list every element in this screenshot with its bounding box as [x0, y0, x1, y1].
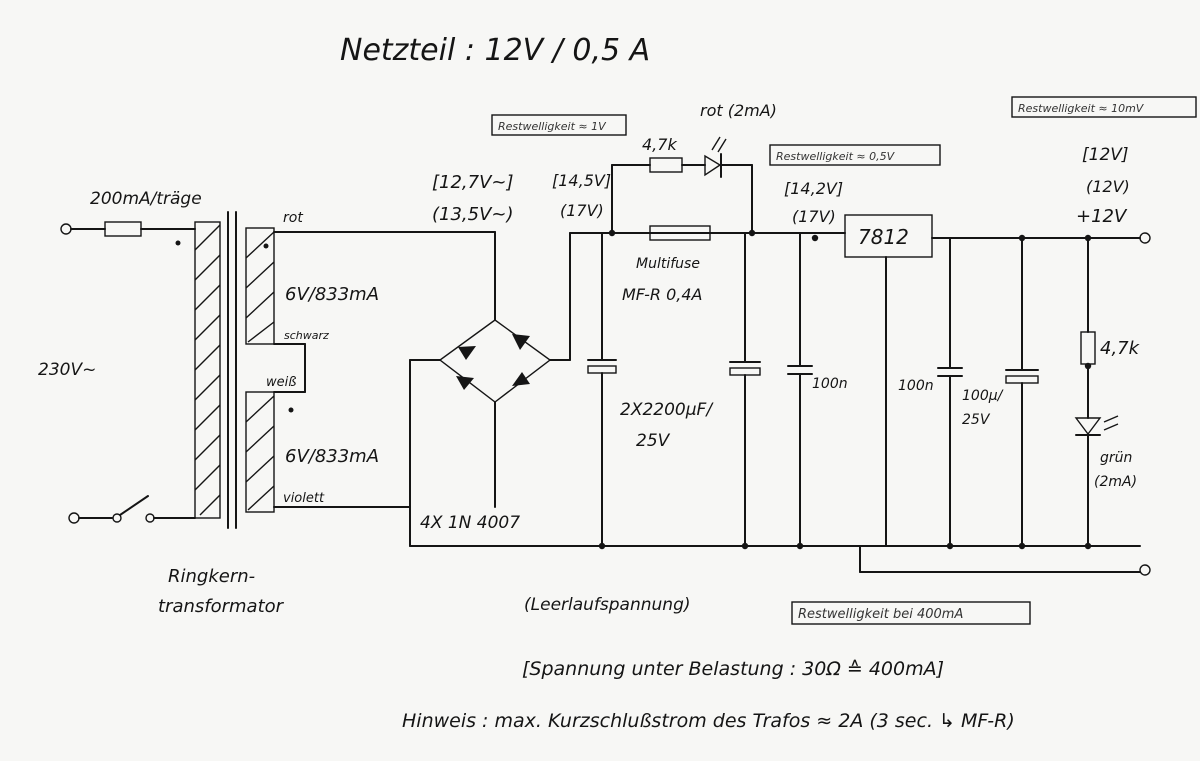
out-voltage-idle: (12V) [1086, 177, 1130, 196]
short-circuit-note: Hinweis : max. Kurzschlußstrom des Trafo… [402, 710, 1015, 732]
led-green-label-1: grün [1100, 450, 1132, 466]
after-fuse-voltage-loaded: [14,2V] [784, 179, 843, 198]
ripple-box-1: Restwelligkeit ≈ 1V [498, 120, 607, 133]
led-red-label: rot (2mA) [700, 101, 777, 120]
ripple-box-3: Restwelligkeit ≈ 10mV [1018, 102, 1145, 115]
cap-main-2 [729, 367, 761, 376]
resistor-red-led [649, 157, 683, 173]
cap-out-label-1: 100µ/ [962, 388, 1004, 404]
mains-switch [119, 495, 149, 516]
rectified-voltage-idle: (17V) [560, 201, 604, 220]
wire-label-violett: violett [283, 491, 325, 506]
cap-out [1005, 375, 1039, 384]
ac-voltage-idle: (13,5V~) [432, 204, 514, 225]
led-green-label-2: (2mA) [1094, 474, 1137, 490]
resistor-green-led-label: 4,7k [1100, 338, 1141, 359]
ripple-footer: Restwelligkeit bei 400mA [798, 607, 963, 622]
mains-voltage-label: 230V~ [38, 360, 96, 380]
wire-label-rot: rot [283, 210, 303, 226]
cap-main-1 [587, 365, 617, 374]
bridge-rectifier [438, 319, 552, 403]
multifuse-label-2: MF-R 0,4A [622, 285, 703, 304]
led-green [1074, 417, 1102, 436]
out-voltage-label: +12V [1076, 206, 1128, 227]
junction-dots [598, 229, 1092, 550]
transformer-label-2: transformator [158, 596, 285, 617]
cap-main-label-1: 2X2200µF/ [620, 400, 714, 420]
multifuse-symbol [649, 225, 711, 241]
cap-100n-a-label: 100n [812, 376, 848, 392]
winding-label-bottom: 6V/833mA [285, 446, 379, 467]
out-voltage-loaded: [12V] [1082, 145, 1129, 165]
bridge-label: 4X 1N 4007 [420, 513, 520, 533]
regulator-label: 7812 [858, 225, 909, 249]
cap-main-label-2: 25V [636, 431, 671, 451]
transformer-label-1: Ringkern- [168, 566, 255, 587]
wire-label-schwarz: schwarz [284, 329, 329, 342]
resistor-red-led-label: 4,7k [642, 135, 677, 154]
cap-out-label-2: 25V [962, 412, 991, 428]
fuse-label: 200mA/träge [90, 189, 202, 209]
after-fuse-voltage-idle: (17V) [792, 207, 836, 226]
legend-idle: (Leerlaufspannung) [524, 595, 691, 615]
ac-voltage-loaded: [12,7V~] [432, 172, 514, 193]
rectified-voltage-loaded: [14,5V] [552, 171, 611, 190]
transformer [175, 211, 294, 529]
cap-100n-b-label: 100n [898, 378, 934, 394]
regulator-7812 [844, 214, 933, 258]
title: Netzteil : 12V / 0,5 A [340, 33, 650, 68]
resistor-green-led [1080, 331, 1096, 365]
fuse-symbol [104, 221, 142, 237]
led-red [704, 154, 722, 177]
legend-loaded: [Spannung unter Belastung : 30Ω ≙ 400mA] [522, 658, 944, 680]
wire-label-weiss: weiß [266, 375, 296, 390]
ripple-box-2: Restwelligkeit ≈ 0,5V [776, 150, 896, 163]
winding-label-top: 6V/833mA [285, 284, 379, 305]
multifuse-label-1: Multifuse [636, 256, 700, 272]
